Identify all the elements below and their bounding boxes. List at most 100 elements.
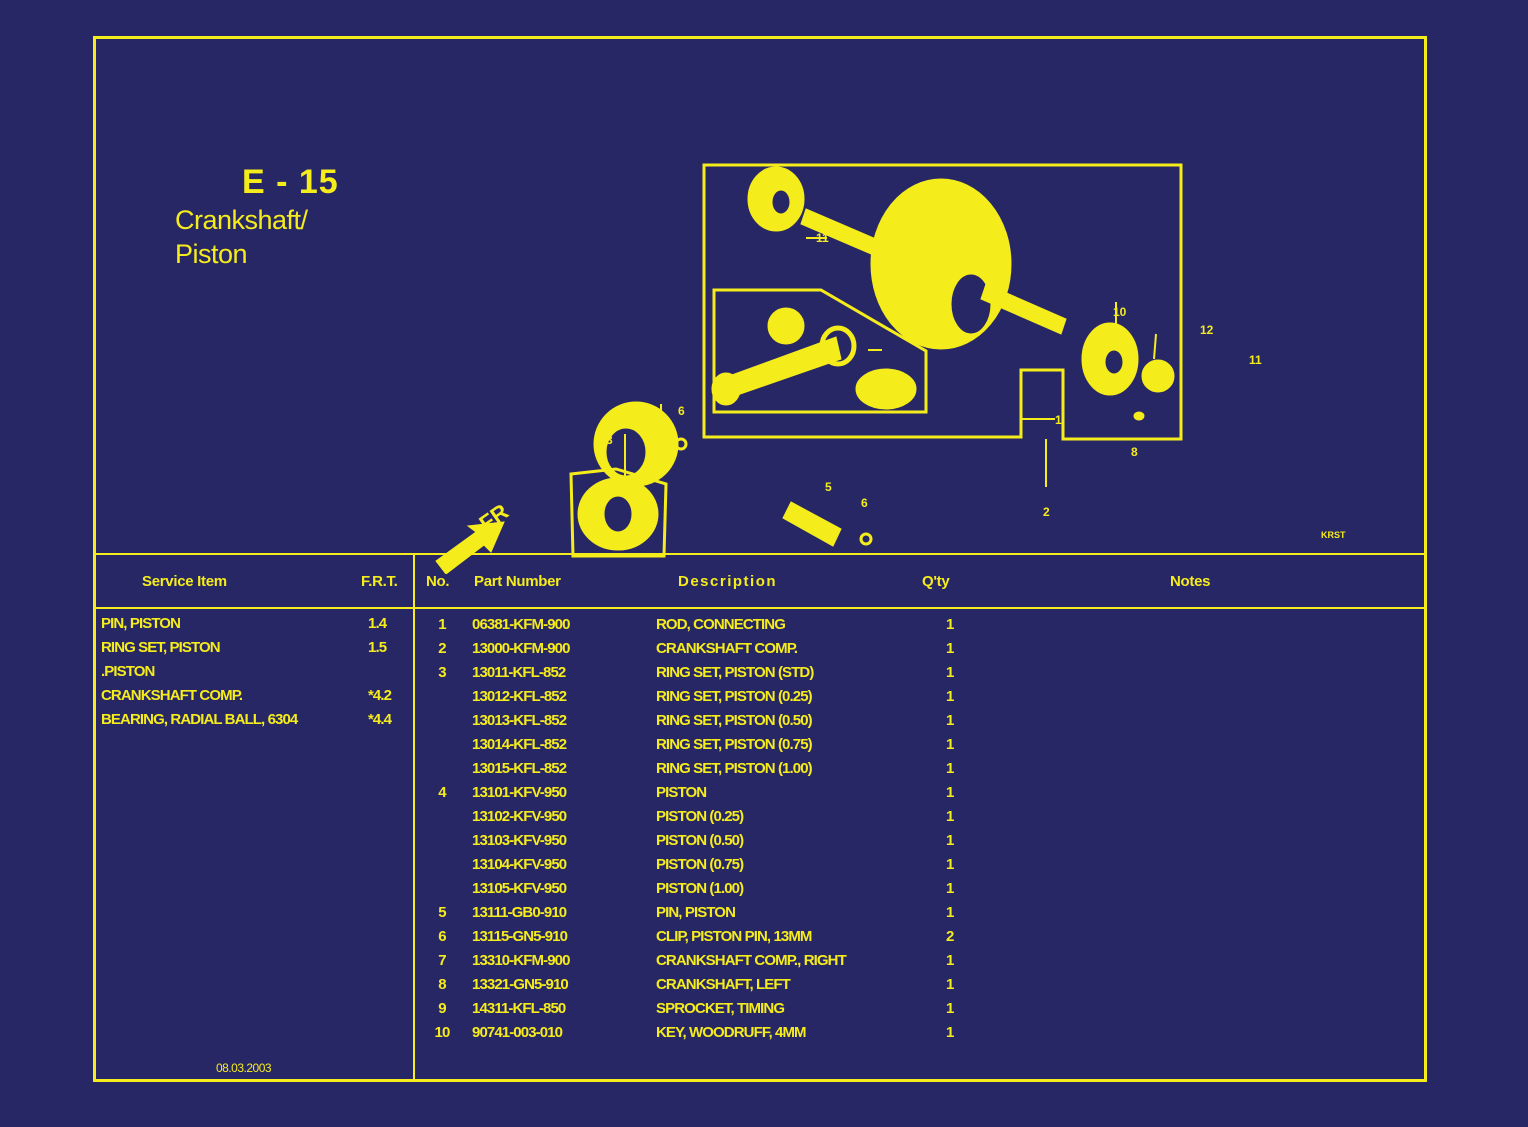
part-qty: 1 bbox=[946, 712, 954, 729]
part-qty: 1 bbox=[946, 1000, 954, 1017]
header-qty: Q'ty bbox=[922, 573, 950, 590]
part-qty: 1 bbox=[946, 856, 954, 873]
part-description: RING SET, PISTON (0.25) bbox=[656, 688, 813, 705]
diagram-callout-9: 11 bbox=[1249, 353, 1262, 367]
service-item-frt: *4.4 bbox=[368, 711, 392, 728]
part-no: 8 bbox=[438, 976, 446, 993]
service-item-name: RING SET, PISTON bbox=[101, 639, 221, 656]
reference-code: KRST bbox=[1321, 530, 1346, 540]
part-description: CLIP, PISTON PIN, 13MM bbox=[656, 928, 812, 945]
table-row: 9 14311-KFL-850 SPROCKET, TIMING 1 bbox=[96, 1000, 1416, 1024]
page-title-line2: Piston bbox=[175, 239, 248, 269]
table-row: 7 13310-KFM-900 CRANKSHAFT COMP., RIGHT 1 bbox=[96, 952, 1416, 976]
part-description: SPROCKET, TIMING bbox=[656, 1000, 785, 1017]
part-qty: 1 bbox=[946, 640, 954, 657]
service-item-frt: 1.4 bbox=[368, 615, 387, 632]
header-no: No. bbox=[426, 573, 450, 590]
part-no: 10 bbox=[434, 1024, 451, 1041]
part-number: 14311-KFL-850 bbox=[472, 1000, 566, 1017]
part-no: 7 bbox=[438, 952, 446, 969]
part-description: RING SET, PISTON (1.00) bbox=[656, 760, 813, 777]
service-item-frt: 1.5 bbox=[368, 639, 387, 656]
piston-pin-clip-2 bbox=[859, 532, 873, 546]
table-row: 5 13111-GB0-910 PIN, PISTON 1 bbox=[96, 904, 1416, 928]
part-qty: 1 bbox=[946, 808, 954, 825]
part-description: PISTON (0.50) bbox=[656, 832, 744, 849]
part-no: 5 bbox=[438, 904, 446, 921]
crankshaft-right-shaft bbox=[980, 283, 1067, 335]
header-part-number: Part Number bbox=[474, 573, 561, 590]
crankshaft-assembly-box bbox=[702, 163, 1183, 441]
part-description: PISTON bbox=[656, 784, 707, 801]
front-direction-arrow bbox=[435, 521, 505, 574]
diagram-callout-11b: 12 bbox=[1200, 323, 1214, 337]
part-no: 4 bbox=[438, 784, 446, 801]
part-description: RING SET, PISTON (0.75) bbox=[656, 736, 813, 753]
part-qty: 1 bbox=[946, 784, 954, 801]
service-item-row: .PISTON bbox=[101, 663, 406, 687]
part-description: CRANKSHAFT COMP. bbox=[656, 640, 798, 657]
ring-set-box bbox=[569, 467, 668, 558]
header-frt: F.R.T. bbox=[361, 573, 398, 590]
parts-page-frame: E - 15 Crankshaft/ Piston bbox=[93, 36, 1427, 1082]
exploded-view-diagram: 11 9 10 12 11 1 8 2 3 4 6 5 6 FR bbox=[435, 163, 1262, 574]
part-number: 13103-KFV-950 bbox=[472, 832, 567, 849]
part-qty: 1 bbox=[946, 832, 954, 849]
service-item-row: CRANKSHAFT COMP. *4.2 bbox=[101, 687, 406, 711]
part-number: 13321-GN5-910 bbox=[472, 976, 569, 993]
part-no: 9 bbox=[438, 1000, 446, 1017]
part-description: PIN, PISTON bbox=[656, 904, 736, 921]
part-no: 6 bbox=[438, 928, 446, 945]
crankshaft-left-shaft bbox=[800, 208, 877, 255]
part-number: 13105-KFV-950 bbox=[472, 880, 567, 897]
part-no: 2 bbox=[438, 640, 446, 657]
page-code: E - 15 bbox=[242, 163, 339, 201]
small-end-bearing bbox=[767, 307, 805, 345]
part-no: 3 bbox=[438, 664, 446, 681]
part-description: KEY, WOODRUFF, 4MM bbox=[656, 1024, 807, 1041]
part-number: 13115-GN5-910 bbox=[472, 928, 568, 945]
service-item-name: CRANKSHAFT COMP. bbox=[101, 687, 243, 704]
part-number: 13111-GB0-910 bbox=[472, 904, 567, 921]
diagram-callout-6a: 6 bbox=[678, 404, 685, 418]
service-item-name: PIN, PISTON bbox=[101, 615, 181, 632]
part-qty: 1 bbox=[946, 664, 954, 681]
diagram-callout-2: 2 bbox=[1043, 505, 1050, 519]
diagram-callout-5: 5 bbox=[825, 480, 832, 494]
crank-flywheel bbox=[870, 178, 1012, 350]
page-title-line1: Crankshaft/ bbox=[175, 205, 308, 235]
part-qty: 1 bbox=[946, 880, 954, 897]
part-description: RING SET, PISTON (STD) bbox=[656, 664, 814, 681]
revision-date: 08.03.2003 bbox=[216, 1061, 272, 1075]
part-number: 13014-KFL-852 bbox=[472, 736, 567, 753]
part-number: 13310-KFM-900 bbox=[472, 952, 570, 969]
part-number: 13000-KFM-900 bbox=[472, 640, 570, 657]
part-qty: 1 bbox=[946, 688, 954, 705]
piston-pin bbox=[782, 501, 842, 547]
crank-pin bbox=[855, 368, 917, 410]
diagram-callout-4: 4 bbox=[723, 393, 730, 407]
header-service-item: Service Item bbox=[142, 573, 227, 590]
part-description: RING SET, PISTON (0.50) bbox=[656, 712, 813, 729]
woodruff-key bbox=[1133, 411, 1145, 421]
diagram-callout-8: 10 bbox=[1113, 305, 1127, 319]
part-qty: 1 bbox=[946, 904, 954, 921]
part-qty: 1 bbox=[946, 952, 954, 969]
timing-sprocket bbox=[1141, 359, 1175, 393]
header-description: Description bbox=[678, 573, 778, 590]
service-item-frt: *4.2 bbox=[368, 687, 392, 704]
part-qty: 1 bbox=[946, 616, 954, 633]
part-description: CRANKSHAFT COMP., RIGHT bbox=[656, 952, 847, 969]
service-item-name: BEARING, RADIAL BALL, 6304 bbox=[101, 711, 298, 728]
part-qty: 1 bbox=[946, 760, 954, 777]
diagram-callout-7: 9 bbox=[950, 227, 957, 241]
table-row: 13103-KFV-950 PISTON (0.50) 1 bbox=[96, 832, 1416, 856]
part-no: 1 bbox=[438, 616, 446, 633]
